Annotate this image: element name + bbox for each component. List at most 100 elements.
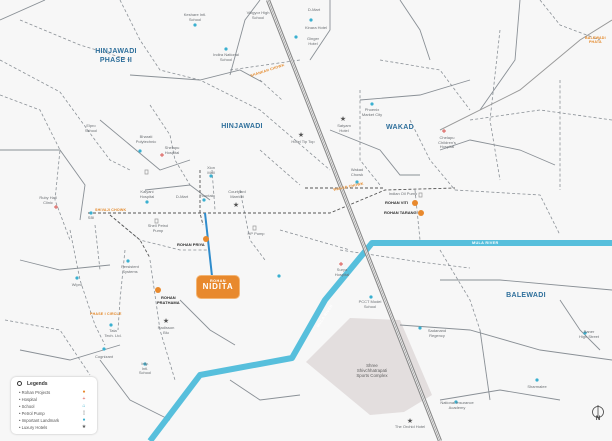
mula-river xyxy=(147,240,612,441)
label-shelapu: Shelapu Hospital xyxy=(164,145,180,155)
hospital-icon[interactable] xyxy=(160,153,164,157)
label-hotel-tiptop: Hotel Tip Top xyxy=(291,139,315,144)
landmark-icon[interactable] xyxy=(355,180,359,184)
rohan-project-icon[interactable] xyxy=(203,236,209,242)
hotel-star-icon[interactable]: ★ xyxy=(298,131,304,139)
landmark-icon[interactable] xyxy=(202,198,206,202)
legend-item-label: Hospital xyxy=(21,397,37,402)
legend-list: • Rohan Projects● • Hospital+ • School⌂ … xyxy=(19,389,89,432)
area-hinjawadi: HINJAWADI xyxy=(221,123,263,130)
label-baner-high: Baner High Street xyxy=(578,329,600,339)
hotel-star-icon[interactable]: ★ xyxy=(163,317,169,325)
hotel-star-icon[interactable]: ★ xyxy=(233,201,239,209)
label-radisson: Radisson Blu xyxy=(157,325,175,335)
landmark-icon[interactable] xyxy=(109,323,113,327)
site-brand: ROHAN xyxy=(210,279,226,283)
legend-title: Legends xyxy=(27,381,48,387)
petrol-pump-icon[interactable] xyxy=(154,218,159,224)
legend-item-label: School xyxy=(21,404,35,409)
label-national-insurance: National Insurance Academy xyxy=(440,400,474,410)
map-legend: Legends • Rohan Projects● • Hospital+ • … xyxy=(11,377,97,434)
label-surya: Surya Hospital xyxy=(334,267,350,277)
landmark-icon[interactable] xyxy=(370,102,374,106)
rohan-nidita-site-marker[interactable]: ROHAN NIDITA xyxy=(197,276,239,298)
label-tata-tech: Tata Tech. Ltd. xyxy=(104,328,122,338)
label-rohan-viti: ROHAN VITI xyxy=(385,200,409,205)
label-dmart-mid: D-Mart xyxy=(175,194,189,199)
petrol-pump-icon: ▯ xyxy=(82,410,86,416)
hospital-icon[interactable] xyxy=(54,205,58,209)
road-balewadi-phata xyxy=(439,19,612,131)
rohan-project-icon[interactable] xyxy=(412,200,418,206)
hotel-star-icon[interactable]: ★ xyxy=(407,417,413,425)
landmark-icon[interactable] xyxy=(418,326,422,330)
label-indian-oil: Indian Oil Pump xyxy=(388,191,418,196)
legend-ring-icon xyxy=(17,381,22,386)
label-vibgyor: Vibgyor High School xyxy=(246,10,270,20)
landmark-icon[interactable] xyxy=(145,200,149,204)
label-satyam: Satyam Hotel xyxy=(337,123,351,133)
label-xion-mall: Xion Mall xyxy=(206,165,216,175)
label-ginger: Ginger Hotel xyxy=(306,36,320,46)
area-balewadi: BALEWADI xyxy=(506,292,546,299)
label-rohan-prathama: ROHAN PRATHAMA xyxy=(157,295,180,305)
rohan-project-icon[interactable] xyxy=(155,287,161,293)
hospital-icon: + xyxy=(82,396,86,402)
petrol-pump-icon[interactable] xyxy=(418,192,423,198)
label-infy: Infy. Intl. School xyxy=(138,361,152,376)
petrol-pump-icon[interactable] xyxy=(252,225,257,231)
petrol-pump-icon[interactable] xyxy=(144,169,149,175)
hospital-icon[interactable] xyxy=(339,262,343,266)
landmark-icon[interactable] xyxy=(102,347,106,351)
hotel-star-icon[interactable]: ★ xyxy=(340,115,346,123)
label-rohan-priya: ROHAN PRIYA xyxy=(177,242,205,247)
road-label-phase1-circle: PHASE I CIRCLE xyxy=(90,312,122,316)
rohan-project-icon[interactable] xyxy=(418,210,424,216)
legend-item: • Rohan Projects● xyxy=(19,389,86,395)
landmark-icon[interactable] xyxy=(209,174,213,178)
school-icon[interactable] xyxy=(143,362,147,366)
label-sharmalee: Sharmalee xyxy=(527,384,547,389)
label-phoenix: Phoenix Market City xyxy=(361,107,383,117)
label-elpro: Elpro School xyxy=(84,123,98,133)
label-wipro: Wipro xyxy=(71,282,83,287)
legend-item: • School⌂ xyxy=(19,403,86,409)
label-kesha-school: Keshare Intl. School xyxy=(183,12,207,22)
landmark-icon: ● xyxy=(82,417,86,423)
landmark-icon[interactable] xyxy=(277,274,281,278)
label-kinara: Kinara Hotel xyxy=(304,25,328,30)
river-label-right: MULA RIVER xyxy=(472,241,499,245)
landmark-icon[interactable] xyxy=(309,18,313,22)
site-name: NIDITA xyxy=(202,282,234,291)
label-indira-school: Indira National School xyxy=(213,52,239,62)
landmark-icon[interactable] xyxy=(294,35,298,39)
school-icon[interactable] xyxy=(224,47,228,51)
rohan-project-icon: ● xyxy=(82,389,86,395)
school-icon[interactable] xyxy=(369,295,373,299)
school-icon[interactable] xyxy=(138,149,142,153)
landmark-icon[interactable] xyxy=(75,276,79,280)
landmark-icon[interactable] xyxy=(583,331,587,335)
label-fountain: Fountain xyxy=(199,193,215,198)
landmark-icon[interactable] xyxy=(126,259,130,263)
label-courtyard: Courtyard Marriott xyxy=(228,189,246,199)
legend-item-label: Rohan Projects xyxy=(21,390,51,395)
label-wakad-chowk-lm: Wakad Chowk xyxy=(350,167,364,177)
legend-item: • Petrol Pump▯ xyxy=(19,410,86,416)
school-icon[interactable] xyxy=(193,23,197,27)
label-sbi: SBI xyxy=(87,215,95,220)
compass-arrow-icon xyxy=(592,405,604,418)
school-icon: ⌂ xyxy=(82,403,86,409)
road-label-balewadi-phata: BALEWADI PHATA xyxy=(585,36,606,44)
label-bharati: Bharati Polytechnic xyxy=(135,134,157,144)
landmark-icon[interactable] xyxy=(535,378,539,382)
area-wakad: WAKAD xyxy=(386,124,414,131)
landmark-icon[interactable] xyxy=(89,211,93,215)
hotel-star-icon: ★ xyxy=(81,424,87,430)
hospital-icon[interactable] xyxy=(442,129,446,133)
legend-item-label: Luxury Hotels xyxy=(21,425,48,430)
school-icon[interactable] xyxy=(454,400,458,404)
